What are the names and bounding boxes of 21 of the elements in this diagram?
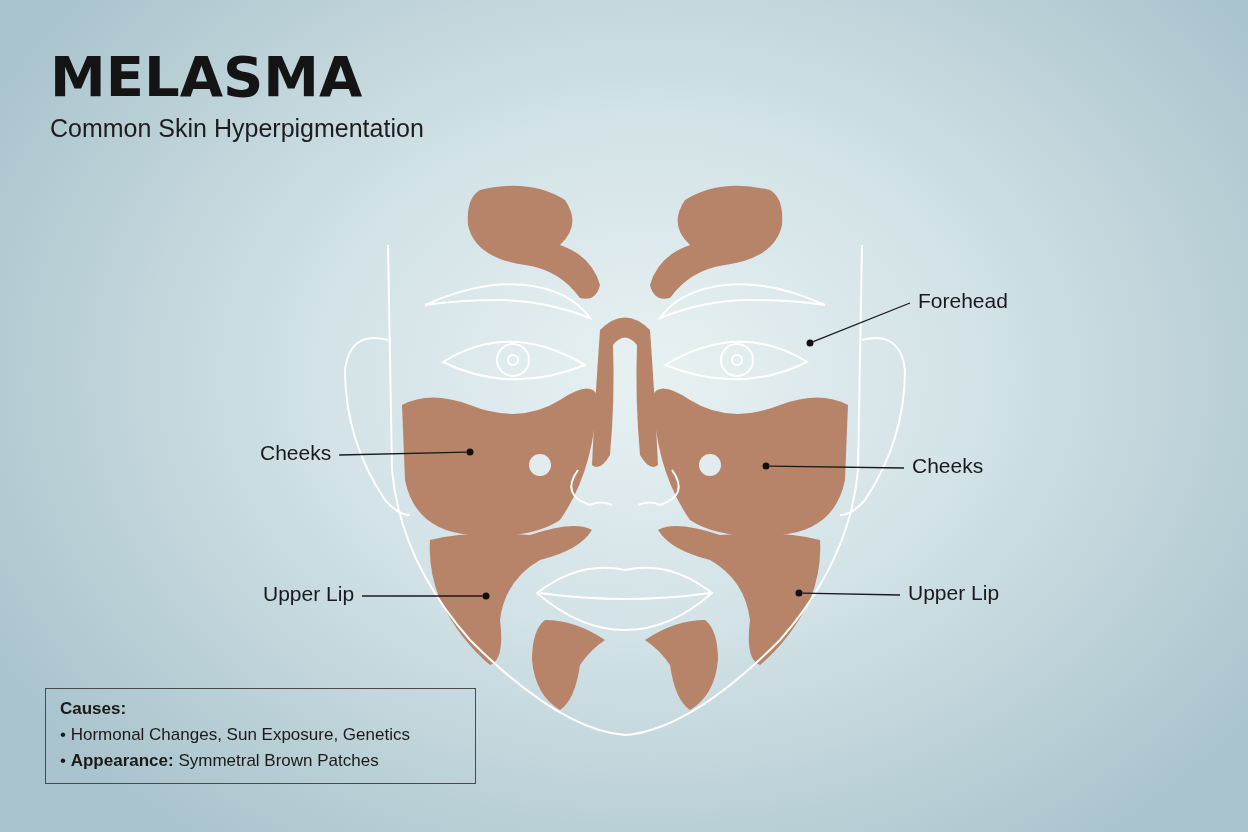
region-label: Upper Lip (263, 582, 355, 606)
leader-dot (466, 448, 474, 456)
leader-line (768, 465, 905, 469)
bullet-item: • Hormonal Changes, Sun Exposure, Genetics (60, 725, 411, 745)
leader-dot (762, 462, 770, 470)
region-label: Cheeks (260, 441, 332, 465)
bullet-item: • Appearance: Symmetral Brown Patches (60, 751, 380, 771)
region-label: Upper Lip (908, 581, 1000, 605)
region-label: Cheeks (912, 454, 984, 478)
leader-line (801, 592, 901, 596)
leader-dot (795, 589, 803, 597)
panel-heading: Causes: (60, 699, 128, 719)
leader-line (338, 451, 468, 456)
title: MELASMA (50, 44, 363, 109)
info-panel (45, 688, 476, 784)
leader-dot (482, 592, 490, 600)
region-label: Forehead (918, 289, 1008, 313)
subtitle: Common Skin Hyperpigmentation (50, 114, 424, 143)
leader-dot (806, 339, 814, 347)
leader-line (361, 595, 484, 597)
leader-line (812, 302, 911, 343)
